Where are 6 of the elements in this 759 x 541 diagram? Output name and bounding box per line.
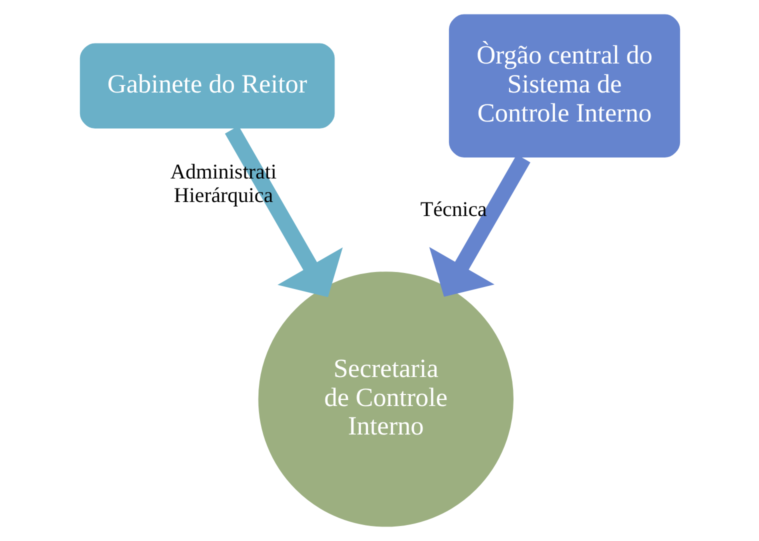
arrow bbox=[428, 154, 530, 297]
edge-label: Técnica bbox=[420, 197, 486, 222]
node-box: Gabinete do Reitor bbox=[78, 42, 336, 130]
arrow bbox=[224, 126, 342, 298]
node-circle: Secretaria de Controle Interno bbox=[256, 270, 514, 528]
node-box: Òrgão central do Sistema de Controle Interno bbox=[447, 12, 681, 159]
